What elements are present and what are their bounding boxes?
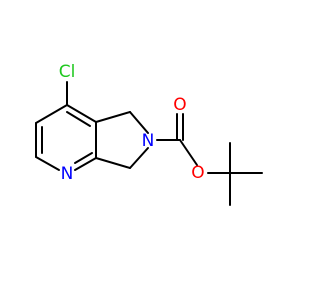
bond-c3a-c4 — [66, 104, 97, 123]
atom-labels: Cl N N O O — [59, 62, 205, 184]
carbonyl-oxygen-label: O — [173, 95, 186, 115]
bonds — [35, 81, 263, 206]
bond-n1-c7a-double — [74, 152, 93, 164]
ester-oxygen-label: O — [191, 163, 204, 183]
bond-c3a-c4-double — [66, 111, 91, 127]
amide-nitrogen-label: N — [142, 131, 155, 151]
bond-carbonyl-o-ester — [179, 139, 198, 166]
ring-nitrogen-label: N — [61, 164, 74, 184]
bond-n1-c7a — [74, 157, 97, 171]
bond-c3-n6 — [129, 111, 149, 134]
chlorine-label: Cl — [59, 62, 76, 82]
bond-c3a-c3 — [95, 111, 131, 123]
molecule-structure: Cl N N O O — [35, 62, 263, 206]
structure-canvas: Cl N N O O — [35, 62, 263, 206]
bond-n6-c7 — [129, 147, 149, 169]
bond-c2-n1 — [35, 156, 60, 171]
bond-c7-c7a — [95, 157, 131, 169]
bond-c4-c3 — [35, 104, 68, 124]
